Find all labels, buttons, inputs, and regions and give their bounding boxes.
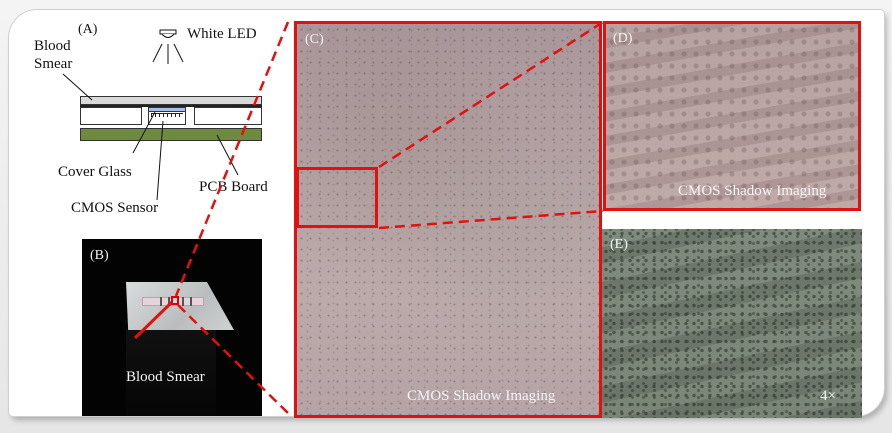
- cmos-sensor-label: CMOS Sensor: [71, 200, 159, 216]
- blood-smear-label-line1: Blood: [34, 38, 71, 54]
- blood-smear-label-line2: Smear: [34, 56, 73, 72]
- white-led-label: White LED: [187, 26, 257, 42]
- slide-mark: [182, 297, 184, 306]
- blood-smear-slide: [80, 96, 262, 105]
- blood-smear-photo-label: Blood Smear: [126, 369, 205, 385]
- pcb-board-label: PCB Board: [199, 179, 268, 195]
- panel-e-letter: (E): [610, 237, 628, 252]
- region-of-interest-box: [296, 167, 378, 228]
- magnification-label: 4×: [820, 388, 836, 404]
- pcb-board: [80, 128, 262, 141]
- led-icon: [152, 29, 184, 64]
- panel-c-letter: (C): [305, 32, 324, 47]
- sensor-pixel-array: [151, 113, 183, 117]
- panel-c-caption: CMOS Shadow Imaging: [407, 388, 556, 404]
- panel-b-photo: (B) Blood Smear: [82, 239, 262, 416]
- panel-d-letter: (D): [613, 31, 633, 46]
- panel-e-image: (E) 4×: [602, 229, 862, 418]
- panel-a-letter: (A): [78, 22, 98, 37]
- slide-mark: [160, 297, 162, 306]
- slide-edge: [80, 105, 262, 107]
- panel-d-caption: CMOS Shadow Imaging: [678, 183, 827, 199]
- cover-glass-layer: [149, 108, 185, 112]
- panel-d-image: (D) CMOS Shadow Imaging: [603, 21, 861, 211]
- left-spacer: [80, 107, 142, 125]
- right-spacer: [194, 107, 262, 125]
- slide-mark: [190, 297, 192, 306]
- cell-texture: [606, 24, 858, 208]
- cell-texture: [602, 229, 862, 418]
- cover-glass-label: Cover Glass: [58, 164, 132, 180]
- device-plate: [126, 282, 234, 330]
- sensor-highlight-box: [171, 296, 179, 305]
- panel-b-letter: (B): [90, 248, 109, 263]
- slide-mark: [168, 297, 170, 306]
